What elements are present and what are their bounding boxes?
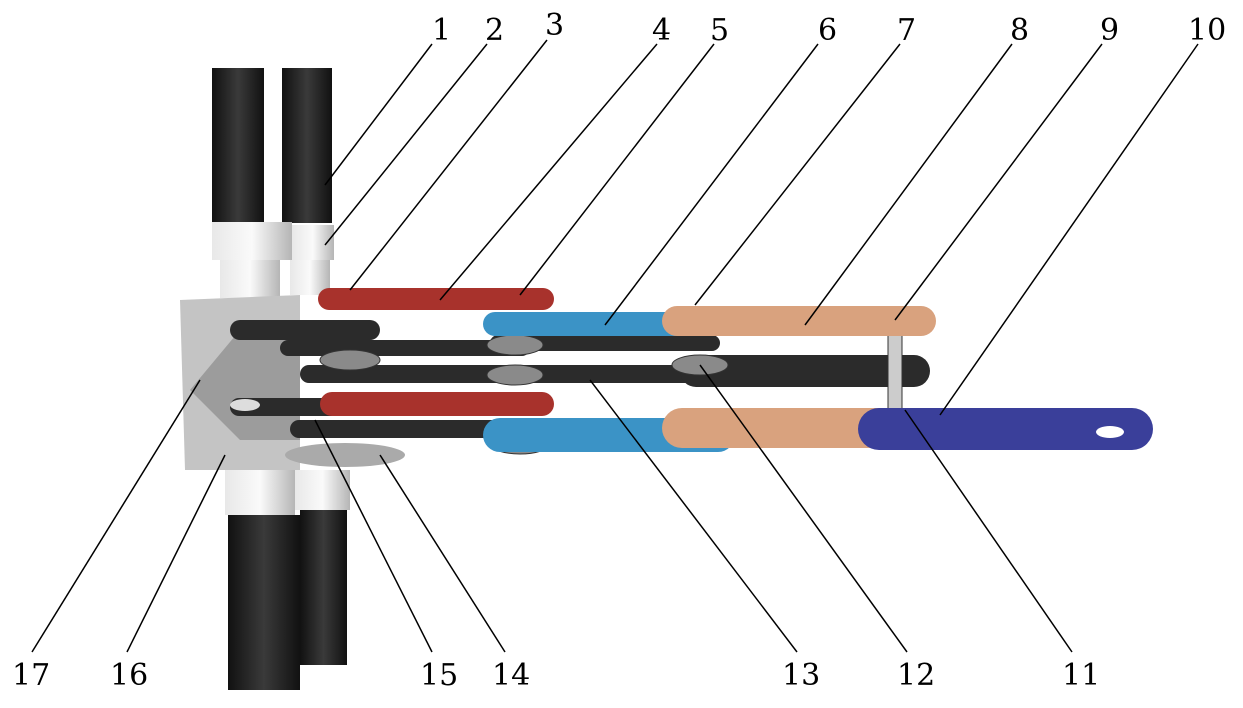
callout-13: 13 [782,658,820,693]
callout-1: 1 [432,13,451,48]
callout-7: 7 [897,13,916,48]
callout-14: 14 [492,658,530,693]
links [230,288,1153,452]
callout-5: 5 [710,13,729,48]
callout-11: 11 [1062,658,1100,693]
callout-8: 8 [1010,13,1029,48]
callout-4: 4 [652,13,671,48]
lower-motors [225,470,350,690]
callout-16: 16 [110,658,148,693]
callout-3: 3 [545,8,564,43]
callout-9: 9 [1100,13,1119,48]
callout-2: 2 [485,13,504,48]
callout-17: 17 [12,658,50,693]
upper-motors [212,68,334,298]
callout-labels: 1 2 3 4 5 6 7 8 9 10 11 12 13 14 15 16 1… [12,8,1226,693]
callout-15: 15 [420,658,458,693]
leader-lines [31,39,1199,653]
callout-6: 6 [818,13,837,48]
callout-10: 10 [1188,13,1226,48]
callout-12: 12 [897,658,935,693]
